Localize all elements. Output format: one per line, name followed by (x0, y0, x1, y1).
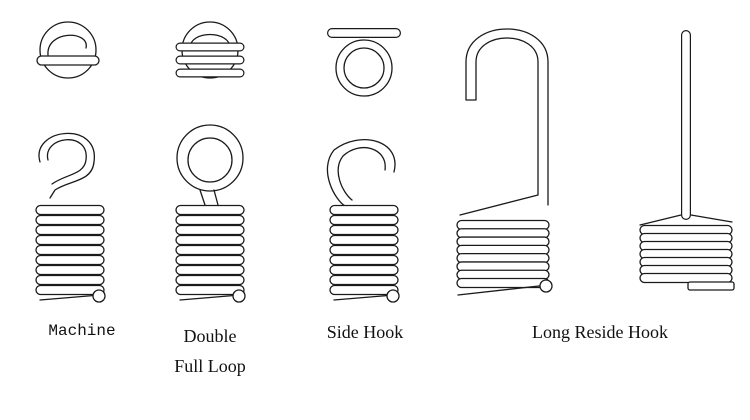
side-coil-turn (329, 264, 399, 276)
machine-hook-outer (38, 132, 95, 199)
double-coil-turn (175, 264, 245, 276)
double-coil-turn (175, 274, 245, 286)
side-coil-turn (329, 244, 399, 256)
double-tail-line (179, 294, 241, 301)
double-coil-turn (175, 214, 245, 226)
double-coil-turn (175, 204, 245, 216)
double-coil-turn (175, 244, 245, 256)
machine-hook-inner (46, 139, 87, 185)
label-long-reside-hook: Long Reside Hook (532, 322, 668, 342)
side-tail-line (333, 294, 395, 301)
machine-tail-line (39, 294, 101, 301)
machine-tail-end (92, 289, 106, 303)
side-coil-turn (329, 234, 399, 246)
side-coil-turn (329, 224, 399, 236)
machine-coil-turn (35, 284, 105, 296)
double-coil-turn (175, 234, 245, 246)
side-hook-inner (337, 146, 386, 201)
long-reside-left-tail-line (457, 284, 549, 296)
long-reside-hook-shank (459, 28, 549, 216)
label-machine: Machine (48, 322, 116, 340)
long-reside-straight-tail (687, 281, 735, 291)
double-coil-turn (175, 224, 245, 236)
long-reside-straight-shoulder (639, 214, 733, 226)
label-double-line2: Full Loop (174, 356, 246, 376)
side-coil-turn (329, 254, 399, 266)
machine-coil-turn (35, 234, 105, 246)
machine-coil-turn (35, 204, 105, 216)
double-coil-turn (175, 284, 245, 296)
machine-top-view-curl (47, 34, 87, 56)
machine-coil-turn (35, 274, 105, 286)
double-loop-inner (187, 137, 233, 183)
machine-coil-turn (35, 254, 105, 266)
side-hook-outer (326, 139, 396, 207)
side-coil-turn (329, 284, 399, 296)
side-top-view-ring-inner (343, 47, 385, 89)
double-loop-neck (199, 189, 219, 206)
double-coil-turn (175, 254, 245, 266)
long-reside-left-tail-end (539, 279, 553, 293)
machine-coil-turn (35, 264, 105, 276)
side-coil-turn (329, 204, 399, 216)
machine-coil-turn (35, 244, 105, 256)
label-double-line1: Double (183, 326, 237, 346)
long-reside-right-coil-turn (639, 272, 733, 284)
double-tail-end (232, 289, 246, 303)
side-tail-end (386, 289, 400, 303)
machine-coil-turn (35, 214, 105, 226)
side-coil-turn (329, 274, 399, 286)
side-coil-turn (329, 214, 399, 226)
machine-top-view-bar (36, 55, 100, 66)
label-side-hook: Side Hook (326, 322, 404, 342)
machine-coil-turn (35, 224, 105, 236)
